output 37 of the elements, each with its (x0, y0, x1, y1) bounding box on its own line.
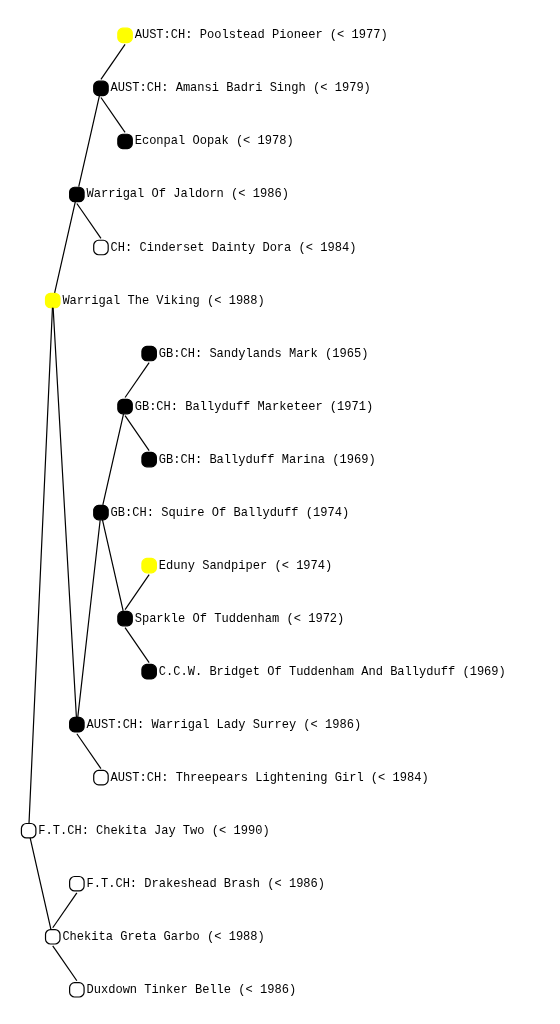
connector (101, 519, 124, 612)
node-label: AUST:CH: Warrigal Lady Surrey (< 1986) (85, 717, 361, 732)
node-label: Warrigal Of Jaldorn (< 1986) (85, 187, 289, 202)
node-label: Chekita Greta Garbo (< 1988) (61, 929, 265, 944)
connector (123, 415, 150, 452)
connector (123, 627, 150, 664)
connector (53, 201, 76, 294)
node-label: AUST:CH: Threepears Lightening Girl (< 1984) (110, 770, 429, 785)
connector (99, 96, 126, 134)
node-label: GB:CH: Sandylands Mark (1965) (158, 346, 368, 361)
connector (99, 43, 126, 80)
connector (123, 574, 150, 611)
node-label: CH: Cinderset Dainty Dora (< 1984) (110, 240, 356, 255)
connector (75, 202, 102, 240)
connector (101, 413, 124, 506)
node-label: GB:CH: Squire Of Ballyduff (1974) (110, 505, 349, 520)
node-label: C.C.W. Bridget Of Tuddenham And Ballyduff (1969) (158, 664, 506, 679)
node-label: F.T.CH: Drakeshead Brash (< 1986) (85, 876, 325, 891)
node-label: AUST:CH: Poolstead Pioneer (< 1977) (134, 28, 388, 43)
node-label: GB:CH: Ballyduff Marina (1969) (158, 452, 376, 467)
node-label: Duxdown Tinker Belle (< 1986) (85, 982, 296, 997)
connector (27, 307, 53, 824)
connector (123, 361, 150, 399)
node-label: Warrigal The Viking (< 1988) (61, 293, 265, 308)
node-label: Sparkle Of Tuddenham (< 1972) (134, 611, 344, 626)
node-label: AUST:CH: Amansi Badri Singh (< 1979) (110, 81, 371, 96)
node-label: Eduny Sandpiper (< 1974) (158, 558, 332, 573)
connector (51, 892, 77, 929)
connector (51, 945, 77, 982)
connector (52, 307, 77, 718)
connector (29, 837, 51, 930)
connector (77, 95, 100, 188)
node-label: Econpal Oopak (< 1978) (134, 134, 294, 149)
node-label: F.T.CH: Chekita Jay Two (< 1990) (37, 823, 270, 838)
node-label: GB:CH: Ballyduff Marketeer (1971) (134, 399, 373, 414)
connector (75, 733, 102, 770)
connector (76, 519, 101, 718)
